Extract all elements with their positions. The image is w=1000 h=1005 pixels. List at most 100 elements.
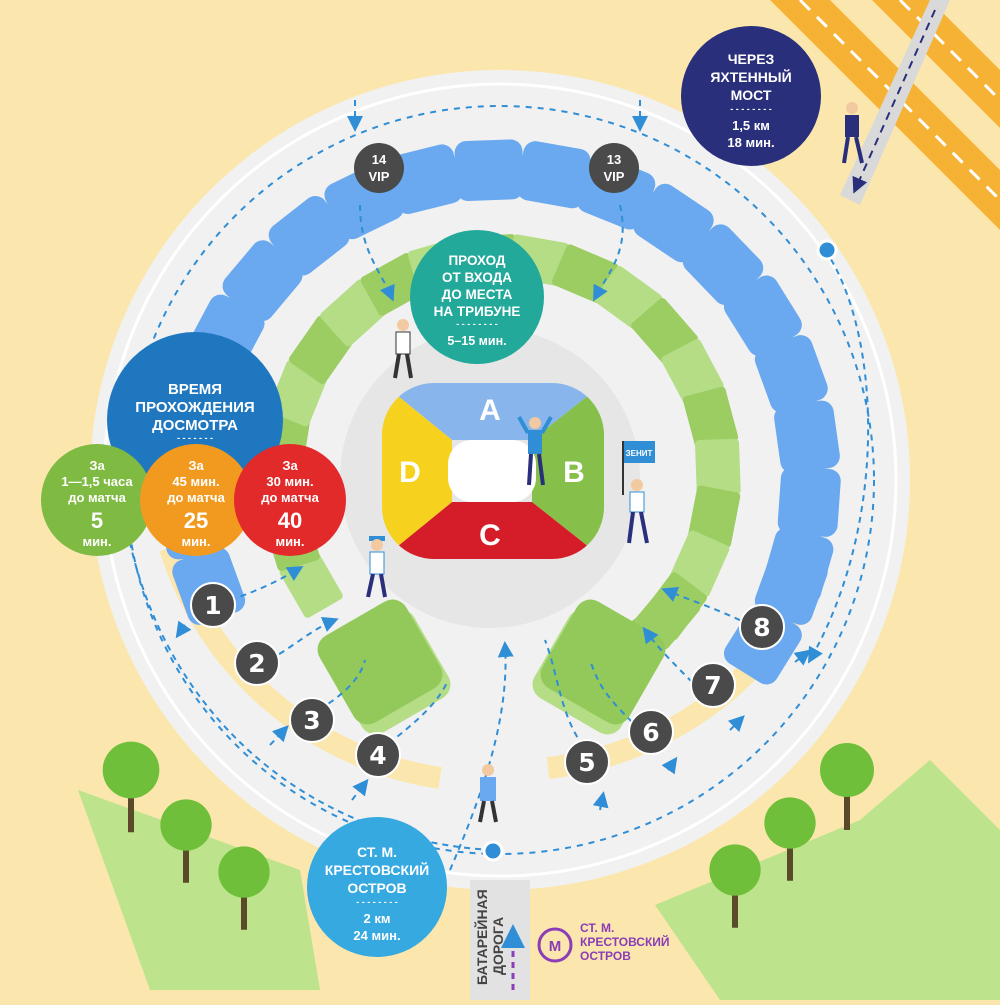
- walk-title-4: НА ТРИБУНЕ: [434, 304, 521, 319]
- outer-stand-block: [754, 547, 828, 625]
- gate-number: 8: [753, 613, 770, 642]
- outer-stand-block: [774, 400, 840, 474]
- gate-7[interactable]: 7: [690, 662, 736, 708]
- metro-symbol: M: [549, 938, 562, 955]
- security-option-3-value: 40: [278, 508, 302, 533]
- route-start-east: [816, 239, 838, 261]
- security-info: ВРЕМЯ ПРОХОЖДЕНИЯ ДОСМОТРА - - - - - - -…: [41, 332, 346, 556]
- sector-b[interactable]: [532, 383, 604, 559]
- outer-stand-block: [268, 195, 350, 276]
- flag-text: ЗЕНИТ: [626, 449, 653, 458]
- sector-a-label: A: [479, 394, 501, 427]
- road-south: БАТАРЕЙНАЯ ДОРОГА: [470, 880, 530, 1000]
- vip13-label: VIP: [604, 169, 625, 184]
- outer-stand-block: [387, 144, 463, 214]
- sector-d-label: D: [399, 456, 421, 489]
- gate-6[interactable]: 6: [628, 709, 674, 755]
- entrance-gates: 12 3 4 5 6 78: [190, 582, 785, 785]
- tree-icon: [709, 844, 761, 928]
- road-name-1: БАТАРЕЙНАЯ: [473, 889, 490, 985]
- security-option-2-line-2: 45 мин.: [172, 474, 219, 489]
- bridge-title-3: МОСТ: [731, 87, 772, 103]
- security-option-2-line-1: За: [188, 458, 204, 473]
- outer-stand-block: [633, 183, 714, 263]
- walk-title-3: ДО МЕСТА: [442, 287, 513, 302]
- bridge-time: 18 мин.: [727, 135, 774, 150]
- outer-stand-block: [754, 335, 828, 413]
- gate-4[interactable]: 4: [355, 732, 401, 778]
- tree-icon: [218, 846, 270, 930]
- sector-b-label: B: [563, 456, 585, 489]
- tree-icon: [102, 741, 160, 833]
- bridge-walkway: [840, 0, 950, 205]
- outer-stand-block: [517, 141, 591, 209]
- security-option-2-unit: мин.: [181, 534, 210, 549]
- security-divider: - - - - - - -: [177, 433, 213, 443]
- metro-route-distance: 2 км: [364, 911, 391, 926]
- walk-title-2: ОТ ВХОДА: [442, 270, 512, 285]
- security-option-3-line-2: 30 мин.: [266, 474, 313, 489]
- metro-route-title-3: ОСТРОВ: [347, 880, 406, 896]
- outer-stand-block: [222, 240, 303, 322]
- bridge-title-2: ЯХТЕННЫЙ: [710, 68, 791, 85]
- gate-number: 2: [248, 649, 265, 678]
- person-fan: [517, 416, 553, 486]
- security-option-2: [140, 444, 252, 556]
- person-road: [478, 764, 498, 823]
- gate-5[interactable]: 5: [564, 739, 610, 785]
- gate-number: 1: [204, 591, 221, 620]
- outer-stand-block: [454, 139, 524, 201]
- corner-stand-left: [317, 599, 451, 735]
- security-title-circle: [107, 332, 283, 508]
- metro-logo-line-1: СТ. М.: [580, 921, 614, 935]
- security-option-1-line-2: 1—1,5 часа: [61, 474, 133, 489]
- security-option-3-unit: мин.: [275, 534, 304, 549]
- security-option-1-line-3: до матча: [68, 490, 126, 505]
- gate-8[interactable]: 8: [739, 604, 785, 650]
- security-title-2: ПРОХОЖДЕНИЯ: [135, 399, 254, 416]
- gate-1[interactable]: 1: [190, 582, 236, 628]
- inner-stand-block: [682, 386, 739, 451]
- vip-entrance-14[interactable]: 14 VIP: [354, 143, 404, 193]
- metro-route-divider: - - - - - - - -: [356, 897, 397, 907]
- metro-logo-line-2: КРЕСТОВСКИЙ: [580, 934, 670, 949]
- gate-number: 3: [303, 706, 320, 735]
- security-option-1: [41, 444, 153, 556]
- vip14-label: VIP: [369, 169, 390, 184]
- grass-left: [78, 790, 320, 990]
- person-cap: [366, 536, 387, 598]
- sector-a[interactable]: [382, 383, 604, 440]
- arena: A B C D: [382, 383, 604, 559]
- security-option-1-unit: мин.: [82, 534, 111, 549]
- metro-station-logo[interactable]: M СТ. М. КРЕСТОВСКИЙ ОСТРОВ: [537, 921, 670, 963]
- metro-route-circle: СТ. М. КРЕСТОВСКИЙ ОСТРОВ - - - - - - - …: [307, 817, 447, 957]
- vip14-number: 14: [372, 152, 387, 167]
- gate-number: 5: [578, 748, 595, 777]
- person-flag: ЗЕНИТ: [622, 441, 655, 544]
- gate-2[interactable]: 2: [234, 640, 280, 686]
- vip-entrance-13[interactable]: 13 VIP: [589, 143, 639, 193]
- outer-stand-block: [723, 275, 802, 356]
- road-name-2: ДОРОГА: [490, 917, 506, 975]
- gate-3[interactable]: 3: [289, 697, 335, 743]
- metro-route-time: 24 мин.: [353, 928, 400, 943]
- security-option-1-line-1: За: [89, 458, 105, 473]
- walk-title-1: ПРОХОД: [448, 253, 505, 268]
- gate-number: 6: [642, 718, 659, 747]
- security-option-2-line-3: до матча: [167, 490, 225, 505]
- field: [448, 440, 536, 502]
- bridge-distance: 1,5 км: [732, 118, 770, 133]
- route-start-south: [482, 840, 504, 862]
- zenit-flag: [623, 441, 655, 463]
- grass-right: [655, 760, 1000, 1000]
- security-option-1-value: 5: [91, 508, 103, 533]
- security-title-3: ДОСМОТРА: [152, 417, 238, 434]
- sector-c-label: C: [479, 519, 501, 552]
- metro-icon: [537, 927, 573, 963]
- gate-number: 4: [369, 741, 386, 770]
- tree-icon: [820, 743, 874, 830]
- security-option-3-line-3: до матча: [261, 490, 319, 505]
- sector-d[interactable]: [382, 383, 452, 559]
- sector-c[interactable]: [382, 502, 604, 559]
